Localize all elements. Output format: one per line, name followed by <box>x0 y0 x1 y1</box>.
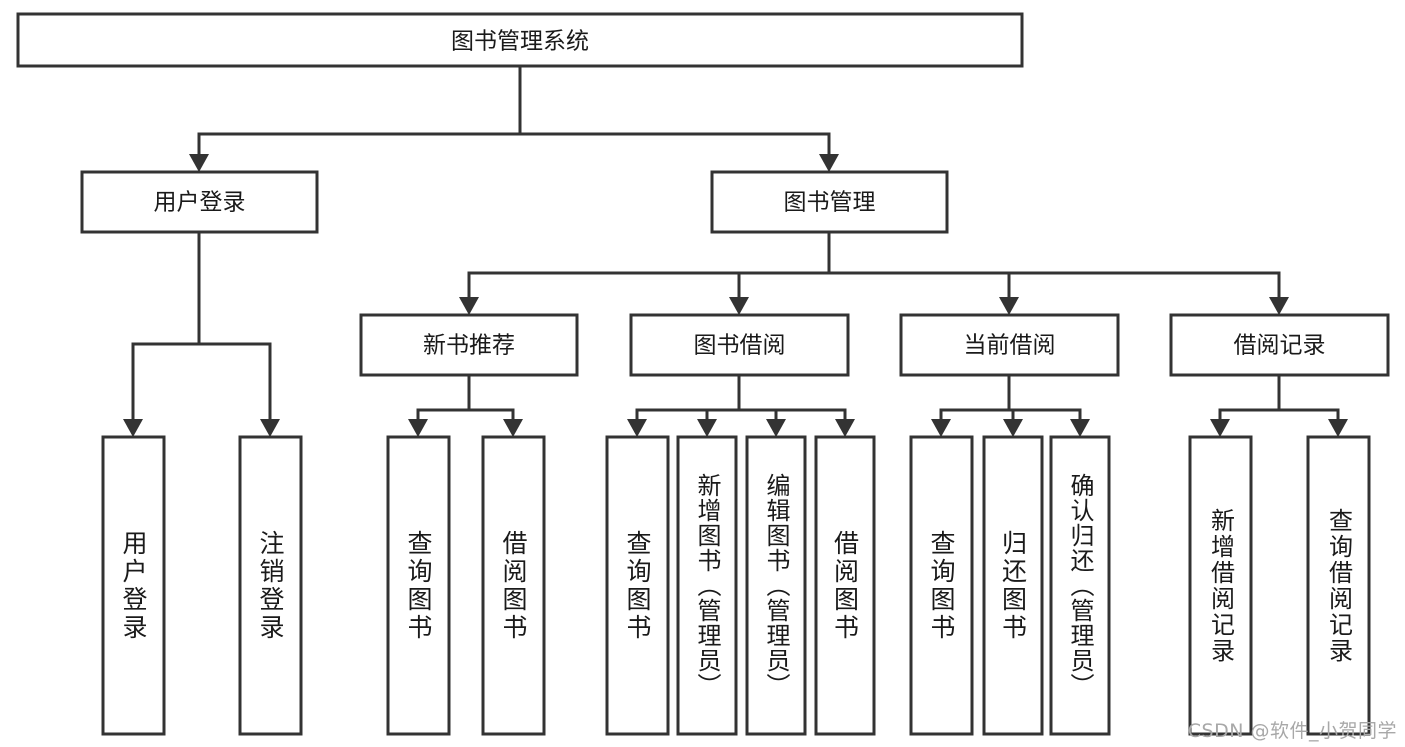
leaf-box-return-book[interactable] <box>982 435 1044 736</box>
node-borrow-records[interactable]: 借阅记录 <box>1169 313 1390 377</box>
node-book-borrow-label: 图书借阅 <box>694 333 786 359</box>
arrow-to-leaf-query-record <box>1328 419 1348 437</box>
arrow-to-leaf-confirm-return <box>1070 419 1090 437</box>
arrow-to-new-book-rec <box>459 297 479 315</box>
arrow-to-leaf-logout <box>260 419 280 437</box>
leaf-box-add-book[interactable] <box>676 435 738 736</box>
arrow-to-leaf-borrow-book-b <box>835 419 855 437</box>
node-new-book-recommend-label: 新书推荐 <box>423 333 515 359</box>
arrow-to-leaf-return-book <box>1003 419 1023 437</box>
arrow-to-leaf-query-book-b <box>627 419 647 437</box>
leaf-box-edit-book[interactable] <box>745 435 807 736</box>
node-root[interactable]: 图书管理系统 <box>16 12 1024 68</box>
arrow-to-leaf-add-record <box>1210 419 1230 437</box>
arrow-to-leaf-user-login <box>123 419 143 437</box>
node-root-label: 图书管理系统 <box>451 29 589 55</box>
node-root-box[interactable] <box>16 12 1024 68</box>
node-book-management[interactable]: 图书管理 <box>710 170 949 234</box>
arrow-to-current-borrow <box>999 297 1019 315</box>
node-current-borrow[interactable]: 当前借阅 <box>899 313 1120 377</box>
leaf-box-add-record[interactable] <box>1188 435 1253 736</box>
node-book-borrow[interactable]: 图书借阅 <box>629 313 850 377</box>
node-book-borrow-box[interactable] <box>629 313 850 377</box>
node-borrow-records-label: 借阅记录 <box>1234 333 1326 359</box>
arrow-to-book-borrow <box>729 297 749 315</box>
node-current-borrow-label: 当前借阅 <box>964 333 1056 359</box>
node-borrow-records-box[interactable] <box>1169 313 1390 377</box>
node-user-login[interactable]: 用户登录 <box>80 170 319 234</box>
node-current-borrow-box[interactable] <box>899 313 1120 377</box>
arrow-root-to-book-mgmt <box>819 154 839 172</box>
arrow-to-leaf-borrow-book-a <box>503 419 523 437</box>
arrow-to-leaf-query-book-c <box>931 419 951 437</box>
leaf-box-query-book-c[interactable] <box>909 435 974 736</box>
csdn-watermark: CSDN @软件_小贺同学 <box>1187 720 1397 742</box>
leaf-box-logout[interactable] <box>238 435 303 736</box>
node-book-management-box[interactable] <box>710 170 949 234</box>
arrow-to-borrow-records <box>1269 297 1289 315</box>
arrow-to-leaf-add-book <box>697 419 717 437</box>
leaf-box-borrow-book-a[interactable] <box>481 435 546 736</box>
node-new-book-recommend[interactable]: 新书推荐 <box>359 313 579 377</box>
leaf-box-user-login[interactable] <box>101 435 166 736</box>
leaf-box-query-book-a[interactable] <box>386 435 451 736</box>
connector-layer <box>123 64 1348 437</box>
leaf-box-query-book-b[interactable] <box>605 435 670 736</box>
leaf-box-borrow-book-b[interactable] <box>814 435 876 736</box>
leaf-box-query-record[interactable] <box>1306 435 1371 736</box>
node-book-management-label: 图书管理 <box>784 190 876 216</box>
node-user-login-label: 用户登录 <box>154 190 246 216</box>
arrow-to-leaf-query-book-a <box>408 419 428 437</box>
arrow-root-to-user-login <box>189 154 209 172</box>
leaf-boxes-layer <box>101 435 1371 736</box>
leaf-box-confirm-return[interactable] <box>1049 435 1111 736</box>
arrow-to-leaf-edit-book <box>766 419 786 437</box>
node-new-book-recommend-box[interactable] <box>359 313 579 377</box>
node-user-login-box[interactable] <box>80 170 319 234</box>
